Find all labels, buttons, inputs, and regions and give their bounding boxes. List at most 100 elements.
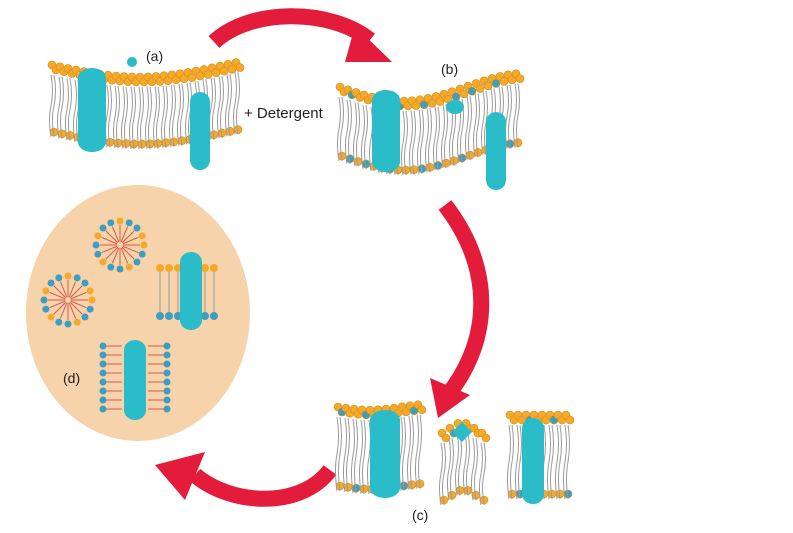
detergent-tail [59, 302, 68, 319]
detergent-head [94, 232, 102, 240]
lipid-tail [129, 86, 133, 149]
lipid-head [459, 89, 469, 99]
detergent-tail [101, 236, 118, 245]
lipid-tail [228, 74, 232, 137]
panel-a-membrane [47, 57, 245, 170]
detergent-head [86, 287, 94, 295]
detergent-tail [105, 246, 119, 260]
detergent-head [55, 274, 63, 282]
detergent-head [42, 305, 50, 313]
detergent-head [73, 318, 81, 326]
lipid-tail [412, 110, 416, 175]
detergent-head [138, 250, 146, 258]
lipid-tail [409, 110, 413, 175]
lipid-head [201, 264, 209, 272]
solution-circle [26, 185, 250, 441]
lipid-tail [458, 433, 462, 496]
protein-in-complex [180, 252, 202, 330]
arrow-b-to-c [438, 200, 490, 397]
detergent-tail [68, 281, 77, 298]
bottom-leaflet [439, 486, 489, 505]
process-arrows [155, 8, 490, 507]
detergent-head [99, 342, 107, 350]
lipid-tail [145, 86, 149, 149]
lipid-head [515, 74, 525, 83]
lipid-tail [436, 106, 440, 171]
detergent-tail [111, 247, 120, 264]
top-leaflet [335, 69, 525, 111]
detergent-tail [69, 301, 83, 315]
detergent-head [107, 263, 115, 271]
detergent-head [107, 219, 115, 227]
lipid-tail [471, 438, 475, 501]
lipid-tail [180, 83, 184, 146]
arrow-c-to-d-head [155, 452, 205, 500]
lipid-tails [439, 433, 486, 506]
detergent-tail [68, 302, 77, 319]
lipid-tail [401, 110, 405, 176]
lipid-tail [353, 102, 357, 167]
lipid-tail [479, 442, 483, 506]
detergent-head [138, 232, 146, 240]
lipid-tail [338, 416, 342, 492]
lipid-head [417, 405, 427, 415]
lipid-tail [550, 424, 554, 500]
lipid-head [435, 97, 445, 106]
detergent-head [163, 378, 171, 386]
detergent-tail [121, 246, 135, 260]
lipid-tail [153, 86, 157, 149]
lipid-tail [516, 83, 520, 148]
lipid-head [491, 79, 501, 88]
lipid-tail [410, 415, 414, 490]
lipid-head [156, 264, 164, 272]
lipid-tail [116, 85, 120, 149]
detergent-head [125, 263, 133, 271]
lipid-tail [132, 86, 136, 149]
lipid-tail [442, 442, 446, 506]
detergent-head [92, 241, 100, 249]
lipid-tail [402, 416, 406, 491]
detergent-head [163, 369, 171, 377]
lipid-head [499, 77, 509, 86]
detergent-head [99, 378, 107, 386]
detergent-tail [70, 291, 87, 300]
lipid-tail [161, 85, 165, 148]
detergent-head [116, 265, 124, 273]
lipid-head [210, 312, 218, 320]
lipid-tail [57, 76, 61, 139]
lipid-head [156, 312, 164, 320]
panel-label-b: (b) [441, 61, 459, 77]
lipid-tail [407, 415, 411, 490]
lipid-tail [476, 93, 480, 158]
lipid-tail [455, 433, 459, 496]
lipid-tail [415, 414, 419, 489]
lipid-tail [518, 424, 522, 500]
protein-small-c [522, 418, 544, 504]
lipid-tail [450, 438, 454, 501]
detergent-tail [53, 285, 67, 299]
lipid-tail [236, 72, 240, 135]
lipid-head [165, 264, 173, 272]
lipid-head [201, 312, 209, 320]
lipid-tail [428, 108, 432, 173]
lipid-tail [185, 82, 189, 145]
detergent-head [40, 296, 48, 304]
detergent-head [99, 396, 107, 404]
peripheral-protein-b [446, 100, 464, 114]
detergent-head [99, 351, 107, 359]
detergent-head [81, 313, 89, 321]
detergent-head [163, 360, 171, 368]
detergent-head [163, 387, 171, 395]
detergent-tail [70, 300, 87, 309]
lipid-tail [73, 79, 77, 143]
detergent-tail [59, 281, 68, 298]
panel-d-micelles [40, 217, 218, 420]
lipid-tail [515, 424, 519, 500]
lipid-head [441, 433, 451, 443]
lipid-tail [60, 76, 64, 139]
protein-large-a [78, 68, 106, 152]
arrow-b-to-c-head [430, 378, 470, 418]
lipid-tail [474, 438, 478, 501]
detergent-head [86, 305, 94, 313]
lipid-head [483, 81, 493, 91]
